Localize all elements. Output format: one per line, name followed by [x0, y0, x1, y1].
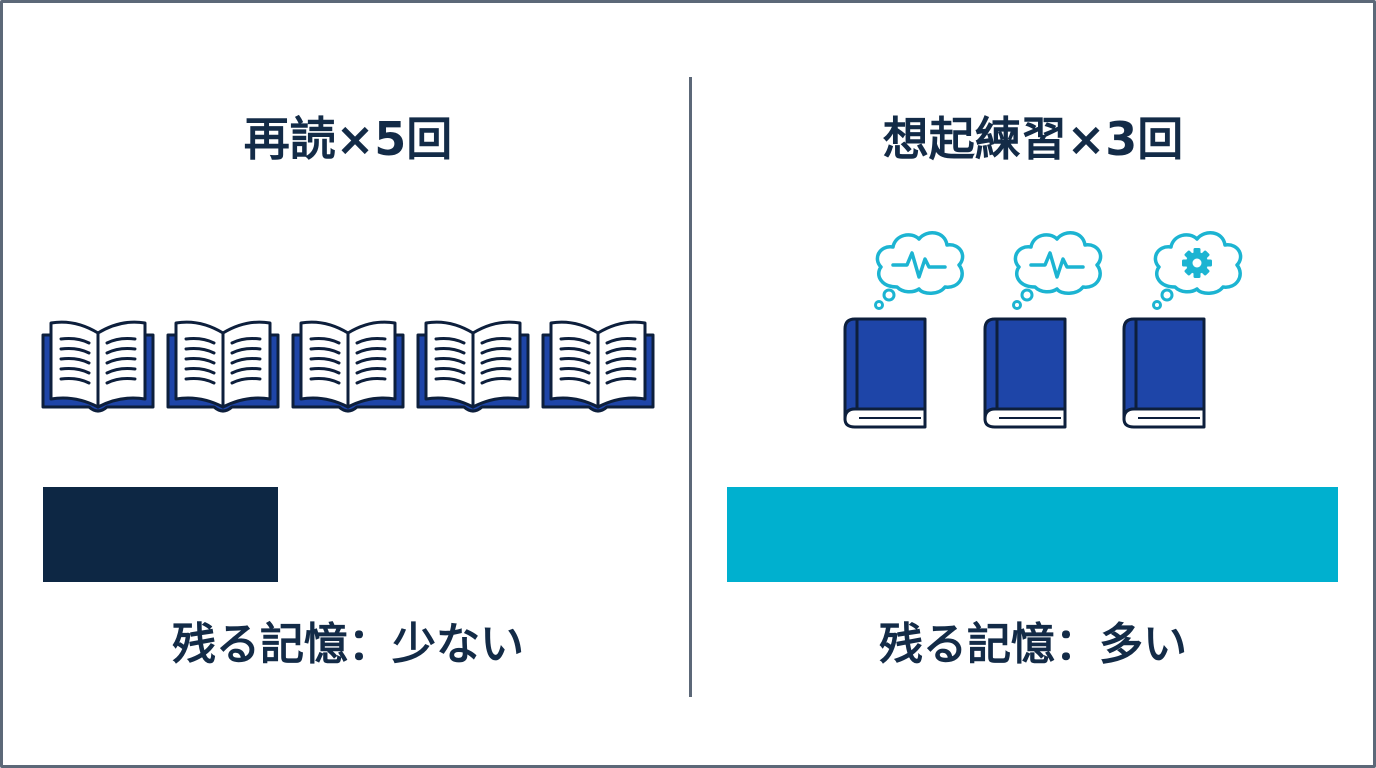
left-panel-title: 再読×5回 [243, 112, 453, 166]
gear-icon [1152, 231, 1243, 310]
open-book-icon [166, 320, 280, 413]
left-panel-caption: 残る記憶：少ない [172, 619, 524, 670]
closed-book-icon [843, 317, 927, 429]
heartbeat-pulse-icon [1012, 231, 1103, 310]
open-book-icon [541, 320, 655, 413]
memory-bar-left [43, 487, 278, 582]
heartbeat-pulse-icon [874, 231, 965, 310]
open-book-icon [41, 320, 155, 413]
right-panel-title: 想起練習×3回 [882, 112, 1184, 166]
memory-bar-right [727, 487, 1338, 582]
open-book-icon [291, 320, 405, 413]
open-book-icon [416, 320, 530, 413]
right-panel-caption: 残る記憶：多い [879, 619, 1187, 670]
closed-book-icon [1122, 317, 1206, 429]
closed-book-icon [983, 317, 1067, 429]
panel-divider [689, 77, 692, 697]
